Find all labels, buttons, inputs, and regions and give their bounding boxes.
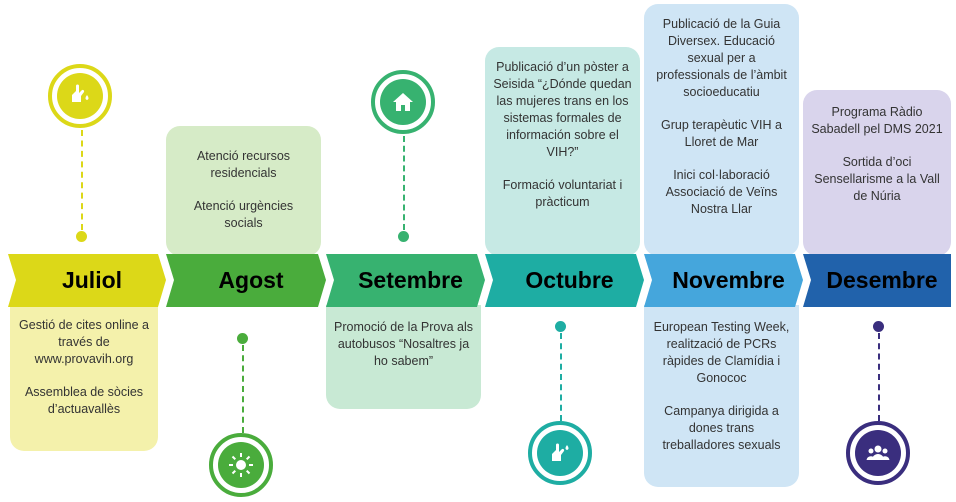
card-desembre: Programa Ràdio Sabadell pel DMS 2021 Sor… bbox=[803, 90, 951, 256]
card-item: Publicació d’un pòster a Seisida “¿Dónde… bbox=[493, 60, 632, 159]
month-label-octubre: Octubre bbox=[525, 267, 614, 293]
card-setembre: Promoció de la Prova als autobusos “Nosa… bbox=[326, 305, 481, 409]
octubre-dot bbox=[555, 321, 566, 332]
month-label-novembre: Novembre bbox=[672, 267, 785, 293]
juliol-connector bbox=[81, 130, 83, 230]
ribbon-octubre bbox=[485, 254, 644, 307]
agost-dot bbox=[237, 333, 248, 344]
setembre-connector bbox=[403, 136, 405, 230]
ribbon-novembre bbox=[644, 254, 803, 307]
card-item: Publicació de la Guia Diversex. Educació… bbox=[656, 17, 787, 99]
card-novembre-bottom: European Testing Week, realització de PC… bbox=[644, 305, 799, 487]
desembre-dot bbox=[873, 321, 884, 332]
hand-drop-icon bbox=[72, 84, 89, 102]
card-juliol: Gestió de cites online a través de www.p… bbox=[10, 305, 158, 451]
ribbon-agost bbox=[166, 254, 326, 307]
card-item: Programa Ràdio Sabadell pel DMS 2021 bbox=[811, 105, 943, 136]
card-item: Atenció urgències socials bbox=[193, 199, 294, 230]
juliol-icon-circle bbox=[48, 64, 112, 128]
card-item: Formació voluntariat i pràcticum bbox=[502, 178, 623, 209]
agost-connector bbox=[242, 345, 244, 433]
card-item: Atenció recursos residencials bbox=[196, 149, 291, 180]
card-item: Assemblea de sòcies d’actuavallès bbox=[24, 385, 144, 416]
card-novembre-top: Publicació de la Guia Diversex. Educació… bbox=[644, 4, 799, 256]
month-label-juliol: Juliol bbox=[61, 267, 123, 293]
desembre-connector bbox=[878, 333, 880, 421]
card-item: Campanya dirigida a dones trans treballa… bbox=[662, 404, 781, 452]
card-item: Promoció de la Prova als autobusos “Nosa… bbox=[334, 320, 473, 368]
month-label-setembre: Setembre bbox=[358, 267, 463, 293]
ribbon-setembre bbox=[326, 254, 485, 307]
card-item: Sortida d’oci Sensellarisme a la Vall de… bbox=[814, 155, 940, 203]
desembre-icon-circle bbox=[846, 421, 910, 485]
octubre-icon-circle bbox=[528, 421, 592, 485]
hand-drop-icon bbox=[552, 443, 569, 461]
agost-icon-circle bbox=[209, 433, 273, 497]
month-label-agost: Agost bbox=[218, 267, 284, 293]
card-item: Inici col·laboració Associació de Veïns … bbox=[665, 168, 778, 216]
people-icon bbox=[866, 445, 890, 460]
card-agost: Atenció recursos residencials Atenció ur… bbox=[166, 126, 321, 256]
timeline-ribbon bbox=[8, 254, 951, 307]
ribbon-desembre bbox=[803, 254, 951, 307]
setembre-icon-circle bbox=[371, 70, 435, 134]
octubre-connector bbox=[560, 333, 562, 421]
card-octubre: Publicació d’un pòster a Seisida “¿Dónde… bbox=[485, 47, 640, 256]
setembre-dot bbox=[398, 231, 409, 242]
month-label-desembre: Desembre bbox=[826, 267, 938, 293]
card-item: Grup terapèutic VIH a Lloret de Mar bbox=[661, 118, 782, 149]
card-item: Gestió de cites online a través de www.p… bbox=[19, 318, 149, 366]
house-icon bbox=[393, 93, 413, 111]
juliol-dot bbox=[76, 231, 87, 242]
sun-icon bbox=[229, 453, 253, 477]
card-item: European Testing Week, realització de PC… bbox=[653, 320, 790, 385]
ribbon-juliol bbox=[8, 254, 166, 307]
